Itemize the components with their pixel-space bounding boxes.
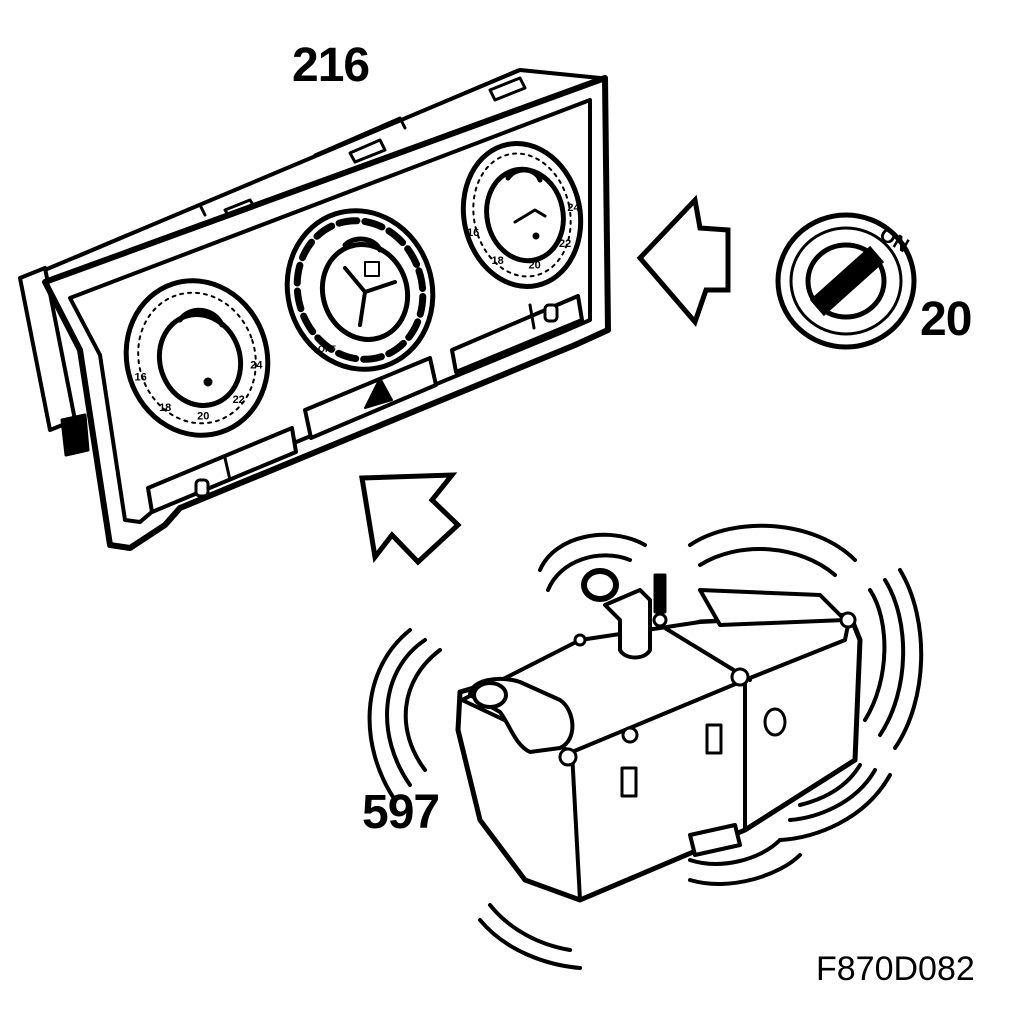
arrow-to-panel-bottom [359, 472, 462, 566]
left-knob-scale-label: 16 [134, 372, 146, 384]
right-knob-scale-label: 20 [528, 260, 540, 272]
right-knob-scale-label: 22 [559, 238, 571, 250]
arrow-to-panel-right [636, 194, 731, 327]
right-knob-scale-label: 24 [567, 202, 580, 214]
left-knob-scale-label: 24 [250, 359, 263, 371]
figure-id: F870D082 [816, 950, 975, 988]
panel-buttons [146, 294, 584, 514]
right-knob-scale-label: 18 [491, 255, 503, 267]
callout-20: 20 [920, 293, 972, 346]
left-knob-scale-label: 22 [233, 394, 245, 406]
right-fan-knob [460, 141, 584, 289]
vibration-lines [367, 523, 924, 970]
right-knob-scale-label: 16 [467, 227, 479, 239]
left-knob-scale-label: 18 [159, 402, 171, 414]
left-knob-scale-label: 20 [197, 411, 209, 423]
callout-597: 597 [362, 786, 440, 839]
middle-knob-off-label: OFF [318, 344, 336, 354]
left-temperature-knob [123, 278, 271, 438]
middle-air-distribution-knob [284, 208, 436, 372]
ignition-switch: ON [775, 212, 917, 350]
parking-heater-unit [455, 568, 863, 903]
callout-216: 216 [292, 39, 370, 92]
climate-control-panel [18, 68, 611, 551]
